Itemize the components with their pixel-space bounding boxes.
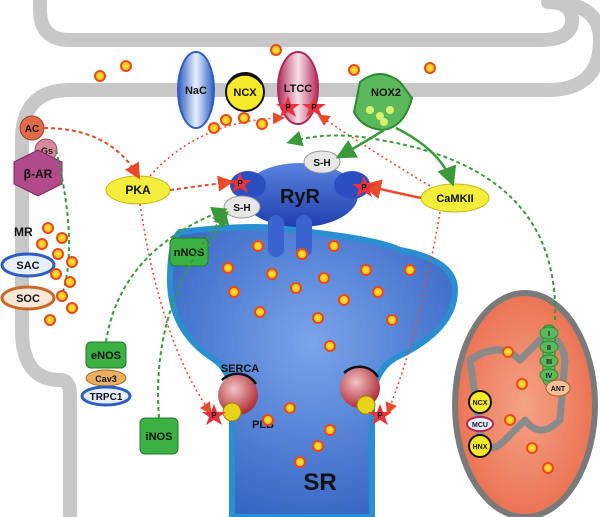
cav3-protein: Cav3 (85, 369, 127, 387)
svg-text:Cav3: Cav3 (95, 374, 117, 384)
mito-mcu: MCU (466, 416, 494, 432)
mito-ncx: NCX (468, 390, 492, 414)
sh-group-left: S-H (223, 195, 261, 219)
svg-text:Gs: Gs (41, 146, 53, 156)
soc-channel: SOC (0, 285, 56, 311)
ryr-label: RyR (280, 186, 321, 208)
svg-text:SAC: SAC (16, 260, 39, 272)
arrow-ac-to-pka (43, 127, 141, 180)
arrow-mr-to-pka (55, 149, 71, 301)
svg-text:SOC: SOC (16, 293, 40, 305)
mito-hnx: HNX (468, 434, 492, 458)
svg-text:S-H: S-H (233, 203, 250, 214)
svg-text:eNOS: eNOS (91, 350, 121, 362)
serca-pump-right (340, 365, 380, 415)
svg-text:NaC: NaC (185, 85, 207, 97)
enos-enzyme: eNOS (85, 341, 127, 369)
mito-complex-i: I (539, 326, 559, 340)
phospho-ryr-left: P (228, 172, 252, 193)
svg-text:III: III (546, 359, 552, 366)
sh-group-top: S-H (303, 150, 341, 174)
mito-complex-iv: IV (539, 368, 559, 382)
trpc1-channel: TRPC1 (80, 385, 132, 407)
svg-text:TRPC1: TRPC1 (90, 392, 123, 403)
sr-compartment (166, 224, 459, 517)
arrow-nox2-to-camkii (395, 126, 457, 187)
svg-text:P: P (361, 183, 367, 192)
adenylyl-cyclase: AC (19, 115, 45, 141)
svg-text:PKA: PKA (125, 183, 151, 197)
phospho-ltcc-right: P (302, 96, 326, 117)
svg-text:P: P (377, 411, 383, 420)
nnos-enzyme: nNOS (169, 237, 209, 267)
svg-text:NCX: NCX (233, 87, 257, 99)
svg-text:P: P (211, 411, 217, 420)
svg-text:P: P (285, 103, 291, 112)
svg-text:II: II (547, 345, 551, 352)
svg-text:I: I (548, 331, 550, 338)
svg-text:P: P (237, 179, 243, 188)
mito-complex-ii: II (539, 340, 559, 354)
t-tubule-membrane (15, 0, 600, 517)
mito-ant: ANT (545, 379, 571, 397)
phospho-plb-right: P (368, 404, 392, 425)
svg-text:HNX: HNX (473, 444, 488, 451)
arrow-camkii-to-ryr (361, 179, 422, 200)
arrow-nox2-to-sh (335, 128, 385, 159)
svg-text:iNOS: iNOS (146, 431, 173, 443)
mito-complex-iii: III (539, 354, 559, 368)
arrow-enos-to-sh (105, 206, 228, 343)
svg-text:LTCC: LTCC (284, 83, 313, 95)
svg-text:CaMKII: CaMKII (436, 193, 473, 205)
arrow-mito-to-ryr (286, 130, 557, 321)
nox2-enzyme: NOX2 (352, 73, 414, 132)
sarcolemma-membrane (33, 0, 580, 47)
sr-label: SR (303, 469, 336, 496)
svg-text:AC: AC (25, 124, 39, 135)
svg-text:S-H: S-H (313, 158, 330, 169)
mr-label: MR (14, 225, 33, 239)
inos-enzyme: iNOS (139, 417, 179, 455)
svg-text:β-AR: β-AR (24, 167, 53, 181)
svg-text:P: P (311, 103, 317, 112)
phospho-ltcc-left: P (276, 96, 300, 117)
phospho-ryr-right: P (352, 176, 376, 197)
svg-text:nNOS: nNOS (174, 247, 205, 259)
ncx-exchanger: NCX (225, 72, 265, 112)
arrow-nnos-to-sh (207, 208, 230, 247)
serca-label: SERCA (221, 363, 260, 375)
beta-adrenergic-receptor: β-AR (13, 149, 63, 197)
svg-text:MCU: MCU (472, 422, 488, 429)
sac-channel: SAC (0, 252, 56, 278)
arrow-inos-to-sh (157, 211, 229, 419)
svg-text:NOX2: NOX2 (371, 87, 401, 99)
svg-text:ANT: ANT (551, 386, 566, 393)
arrow-pka-to-ryr (169, 175, 234, 192)
phospho-plb-left: P (202, 404, 226, 425)
serca-pump-left (218, 372, 258, 422)
pka-kinase: PKA (105, 175, 171, 205)
nac-channel: NaC (177, 51, 215, 129)
calcium-ions (36, 44, 554, 474)
camkii-kinase: CaMKII (420, 183, 490, 213)
arrow-camkii-to-ltcc (317, 114, 431, 187)
svg-text:IV: IV (546, 373, 553, 380)
arrow-camkii-to-plb (385, 211, 441, 415)
svg-text:NCX: NCX (473, 400, 488, 407)
